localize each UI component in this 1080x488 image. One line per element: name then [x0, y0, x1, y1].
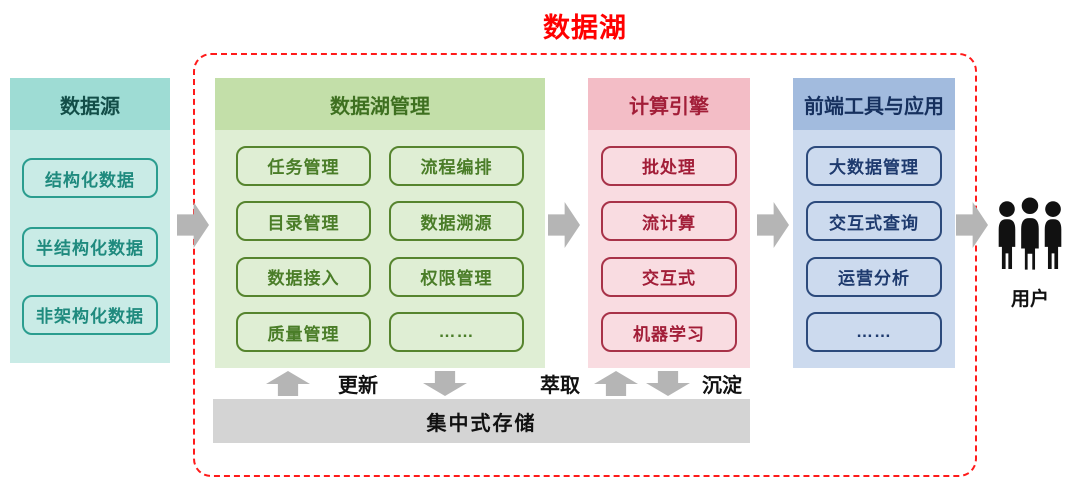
flow-label-update: 更新 [338, 375, 378, 397]
compute-item-ml: 机器学习 [601, 312, 737, 353]
frontend-item-analysis: 运营分析 [806, 256, 942, 297]
lake-management-column-body: 任务管理 流程编排 目录管理 数据溯源 数据接入 权限管理 质量管理 …… [215, 130, 545, 368]
datasource-column-header: 数据源 [10, 78, 170, 130]
datasource-item-unstructured: 非架构化数据 [22, 294, 158, 335]
data-lake-boundary [193, 53, 977, 477]
storage-bar: 集中式存储 [213, 399, 750, 443]
frontend-item-more: …… [806, 312, 942, 353]
datasource-item-semistructured: 半结构化数据 [22, 226, 158, 267]
flow-label-deposit: 沉淀 [702, 375, 742, 397]
compute-engine-column: 计算引擎 批处理 流计算 交互式 机器学习 [588, 78, 750, 368]
compute-item-interactive: 交互式 [601, 256, 737, 297]
management-item-ingestion: 数据接入 [236, 256, 371, 297]
compute-item-stream: 流计算 [601, 201, 737, 242]
management-item-quality: 质量管理 [236, 312, 371, 353]
users-icon [998, 196, 1062, 272]
management-item-catalog: 目录管理 [236, 201, 371, 242]
management-item-permission: 权限管理 [389, 256, 524, 297]
compute-engine-column-header: 计算引擎 [588, 78, 750, 130]
lake-management-column: 数据湖管理 任务管理 流程编排 目录管理 数据溯源 数据接入 权限管理 质量管理… [215, 78, 545, 368]
datasource-column: 数据源 结构化数据 半结构化数据 非架构化数据 [10, 78, 170, 363]
management-item-workflow: 流程编排 [389, 145, 524, 186]
frontend-tools-column-header: 前端工具与应用 [793, 78, 955, 130]
frontend-tools-column-body: 大数据管理 交互式查询 运营分析 …… [793, 130, 955, 368]
users-label: 用户 [1010, 289, 1049, 310]
management-item-task: 任务管理 [236, 145, 371, 186]
compute-item-batch: 批处理 [601, 145, 737, 186]
management-item-lineage: 数据溯源 [389, 201, 524, 242]
compute-engine-column-body: 批处理 流计算 交互式 机器学习 [588, 130, 750, 368]
diagram-title: 数据湖 [543, 13, 627, 43]
frontend-item-bigdata: 大数据管理 [806, 145, 942, 186]
management-item-more: …… [389, 312, 524, 353]
frontend-item-query: 交互式查询 [806, 201, 942, 242]
datasource-column-body: 结构化数据 半结构化数据 非架构化数据 [10, 130, 170, 363]
users-group: 用户 [993, 194, 1067, 311]
datasource-item-structured: 结构化数据 [22, 158, 158, 199]
lake-management-column-header: 数据湖管理 [215, 78, 545, 130]
flow-label-extract: 萃取 [540, 375, 580, 397]
frontend-tools-column: 前端工具与应用 大数据管理 交互式查询 运营分析 …… [793, 78, 955, 368]
